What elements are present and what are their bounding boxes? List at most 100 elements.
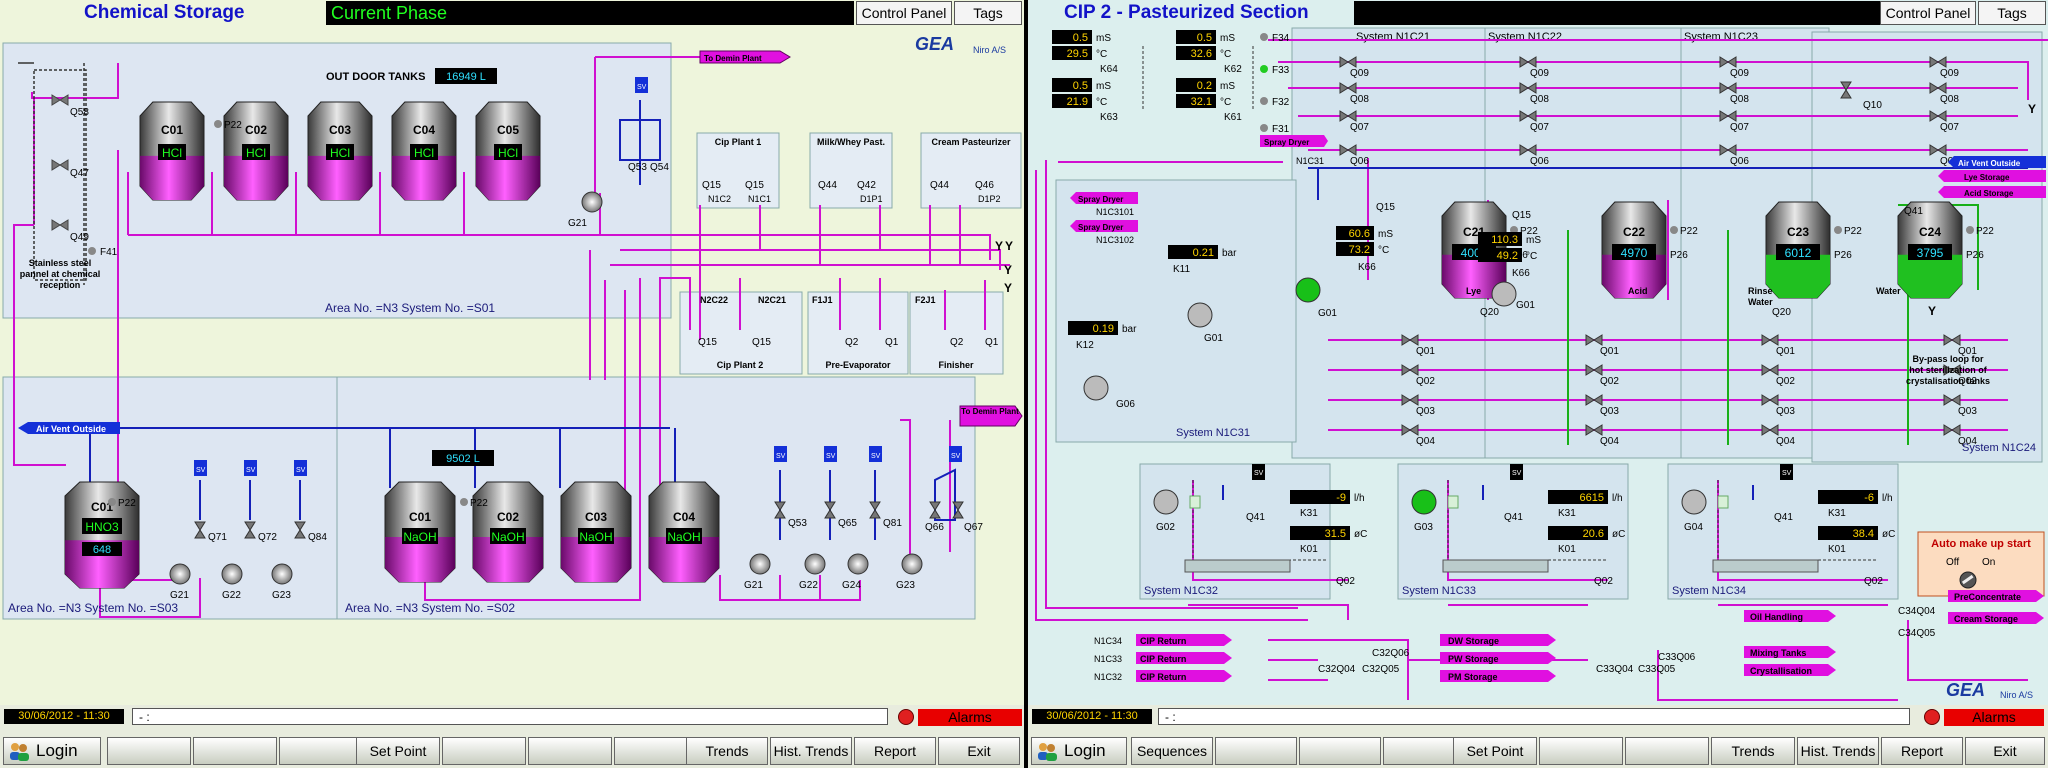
valve-label: Q08 (1730, 94, 1749, 105)
dest1-tag (1440, 634, 1556, 646)
tags-button-2[interactable]: Tags (1978, 1, 2046, 25)
hist-trends-button[interactable]: Hist. Trends (770, 737, 852, 765)
valve-top-l (1339, 82, 1349, 94)
sv-icon (635, 77, 648, 93)
report-button-2[interactable]: Report (1881, 737, 1963, 765)
heat-exchanger (1442, 559, 1549, 573)
sequences-button[interactable]: Sequences (1131, 737, 1213, 765)
p22-label: P22 (1680, 226, 1698, 237)
naoh-tank-C01-level (385, 537, 455, 582)
trends-button[interactable]: Trends (686, 737, 768, 765)
valve-top-l (1929, 110, 1939, 122)
trends-button-2[interactable]: Trends (1711, 737, 1795, 765)
naoh-volume: 9502 L (446, 453, 480, 465)
report-button[interactable]: Report (854, 737, 936, 765)
valve-mid-l (1943, 424, 1953, 436)
function-key-4b[interactable] (1383, 737, 1465, 765)
sv-bg (1510, 464, 1523, 480)
login-button[interactable]: Login (3, 737, 101, 765)
hcl-tank-C05-level (476, 155, 540, 200)
control-panel-button-2[interactable]: Control Panel (1880, 1, 1976, 25)
svg-text:On: On (1982, 557, 1995, 568)
valve-mid-r (1409, 394, 1419, 406)
control-panel-button[interactable]: Control Panel (856, 1, 952, 25)
valve-mid-r (1769, 424, 1779, 436)
tags-button[interactable]: Tags (954, 1, 1022, 25)
login-button-2[interactable]: Login (1031, 737, 1127, 765)
pump-s02-2[interactable] (847, 553, 869, 575)
sv-icon-s02-0 (774, 446, 787, 462)
p22-indicator (1834, 226, 1842, 234)
setpoint-button[interactable]: Set Point (356, 737, 440, 765)
setpoint-button-2[interactable]: Set Point (1453, 737, 1537, 765)
valve-s03-0-b (194, 529, 206, 539)
svg-text:System N1C31: System N1C31 (1176, 427, 1250, 439)
sv-icon-s03-2 (294, 460, 307, 476)
q41: Q41 (1246, 512, 1265, 523)
process-tank-c23-level (1766, 254, 1830, 298)
svg-text:Niro A/S: Niro A/S (973, 45, 1006, 55)
valve-s02-2-t (869, 501, 881, 511)
pump-s03-1[interactable] (221, 563, 243, 585)
hist-trends-button-2[interactable]: Hist. Trends (1797, 737, 1879, 765)
svg-text:bar: bar (1122, 324, 1137, 335)
function-key-8[interactable] (614, 737, 698, 765)
valve-mid-l (1401, 334, 1411, 346)
valve-top-l (1929, 144, 1939, 156)
alarms-button[interactable]: Alarms (918, 709, 1022, 726)
valve-mid-r (1593, 364, 1603, 376)
pump-s02-0[interactable] (749, 553, 771, 575)
hcl-tank-C03-level (308, 155, 372, 200)
pump-label: G21 (744, 580, 763, 591)
pump-c21-g01 (1295, 277, 1321, 303)
function-key-2b[interactable] (1215, 737, 1297, 765)
p22-indicator (214, 120, 222, 128)
naoh-tank-C03-level (561, 537, 631, 582)
dest1-tag (1440, 652, 1556, 664)
pump-s02-3[interactable] (901, 553, 923, 575)
function-key-6b[interactable] (1539, 737, 1623, 765)
pump-g06-icon[interactable] (1083, 375, 1109, 401)
function-key-4[interactable] (279, 737, 363, 765)
dest3-label: Cream Storage (1954, 614, 2018, 624)
valve-label: Q67 (964, 522, 983, 533)
tank-chemical: HCl (330, 146, 350, 160)
function-key-3[interactable] (193, 737, 277, 765)
valve-mid-l (1401, 394, 1411, 406)
valve-mid-r (1951, 364, 1961, 376)
tank-id: C01 (161, 123, 183, 137)
pump-g21-icon[interactable] (581, 191, 603, 213)
alarms-button-2[interactable]: Alarms (1944, 709, 2044, 726)
k66: K66 (1512, 268, 1530, 279)
valve-top-r (1527, 82, 1537, 94)
unit: °C (1378, 245, 1389, 256)
valve-label: Q07 (1940, 122, 1959, 133)
tank-label-bg (494, 144, 522, 160)
pump-s02-1[interactable] (804, 553, 826, 575)
valve-top-r (1347, 56, 1357, 68)
function-key-7b[interactable] (1625, 737, 1709, 765)
exit-button[interactable]: Exit (938, 737, 1020, 765)
pump-s03-0[interactable] (169, 563, 191, 585)
sv: SV (1512, 470, 1522, 477)
valve-label: Q09 (1940, 68, 1959, 79)
sv-icon-s03-0 (194, 460, 207, 476)
function-key-2[interactable] (107, 737, 191, 765)
valve-mid-r (1593, 424, 1603, 436)
valve-label: Q53 (788, 518, 807, 529)
svg-text:System N1C22: System N1C22 (1488, 31, 1562, 43)
pump-s03-2[interactable] (271, 563, 293, 585)
valve-mid-l (1943, 394, 1953, 406)
svg-text:Q44: Q44 (818, 180, 837, 191)
valve-label: Q01 (1776, 346, 1795, 357)
dest1-label: DW Storage (1448, 636, 1499, 646)
pump-g01-icon[interactable] (1187, 302, 1213, 328)
function-key-6[interactable] (442, 737, 526, 765)
tank-id: C04 (413, 123, 435, 137)
exit-button-2[interactable]: Exit (1965, 737, 2045, 765)
function-key-3b[interactable] (1299, 737, 1381, 765)
function-key-7[interactable] (528, 737, 612, 765)
c22-temp: 49.2 (1497, 250, 1518, 262)
valve-s02-4-t (952, 501, 964, 511)
bg (1818, 490, 1878, 504)
